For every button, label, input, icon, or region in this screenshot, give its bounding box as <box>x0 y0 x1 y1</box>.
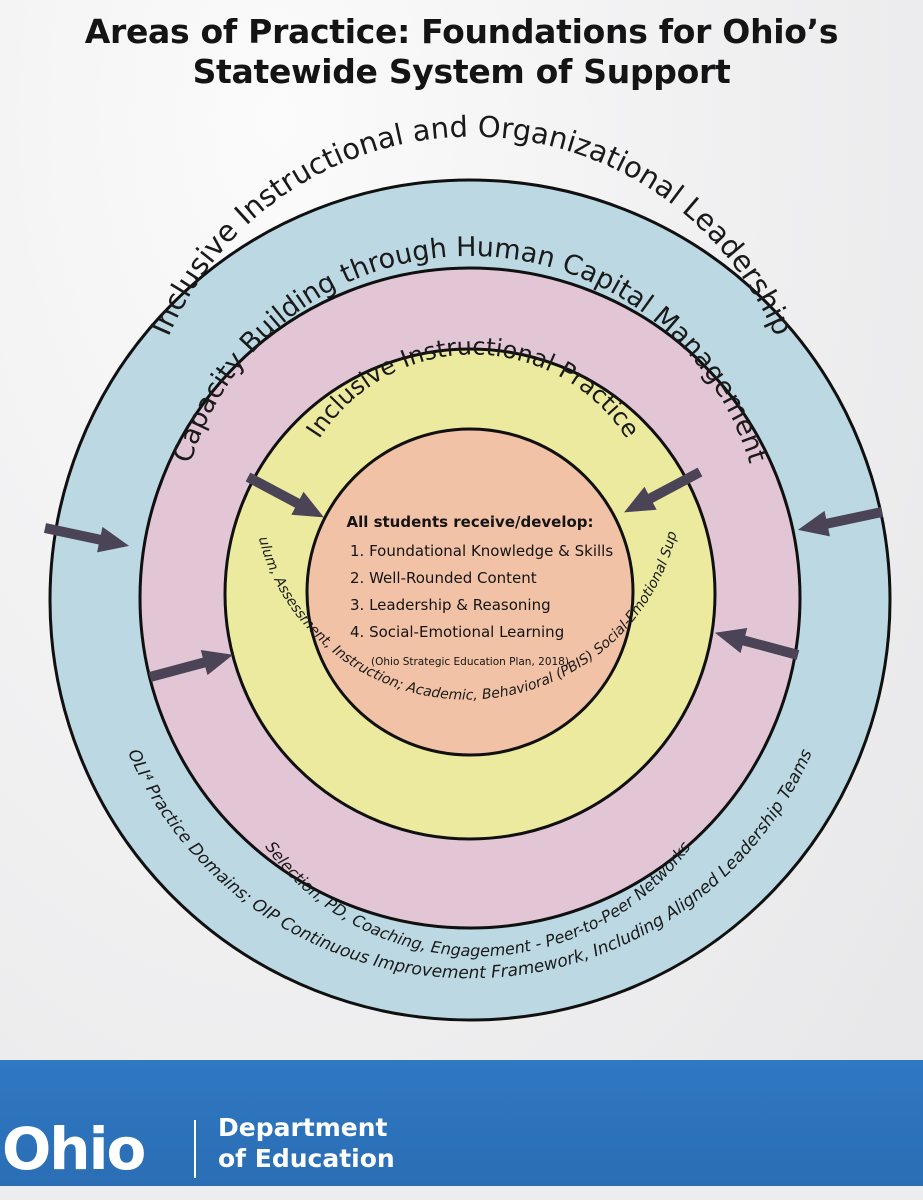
footer-divider <box>194 1120 196 1178</box>
title-line-2: Statewide System of Support <box>192 52 731 91</box>
title-line-1: Areas of Practice: Foundations for Ohio’… <box>84 12 839 51</box>
arrow-icon <box>797 507 884 537</box>
footer-banner <box>0 1060 923 1200</box>
center-circle <box>305 427 635 757</box>
ohio-logo: Ohio <box>2 1115 146 1183</box>
center-heading: All students receive/develop: <box>346 513 593 531</box>
center-citation: (Ohio Strategic Education Plan, 2018) <box>371 656 569 668</box>
center-item-2: 2. Well-Rounded Content <box>350 569 537 587</box>
arrow-icon <box>624 467 703 513</box>
footer-bottom-strip <box>0 1186 923 1200</box>
department-name: Department of Education <box>218 1112 395 1174</box>
arrow-icon <box>714 627 800 660</box>
arrow-icon <box>43 523 130 553</box>
center-item-4: 4. Social-Emotional Learning <box>350 623 564 641</box>
center-item-1: 1. Foundational Knowledge & Skills <box>350 542 613 560</box>
arrow-icon <box>245 472 324 518</box>
department-line-1: Department <box>218 1113 388 1142</box>
center-item-3: 3. Leadership & Reasoning <box>350 596 551 614</box>
poster-title: Areas of Practice: Foundations for Ohio’… <box>0 12 923 92</box>
department-line-2: of Education <box>218 1144 395 1173</box>
arrow-icon <box>148 649 234 682</box>
